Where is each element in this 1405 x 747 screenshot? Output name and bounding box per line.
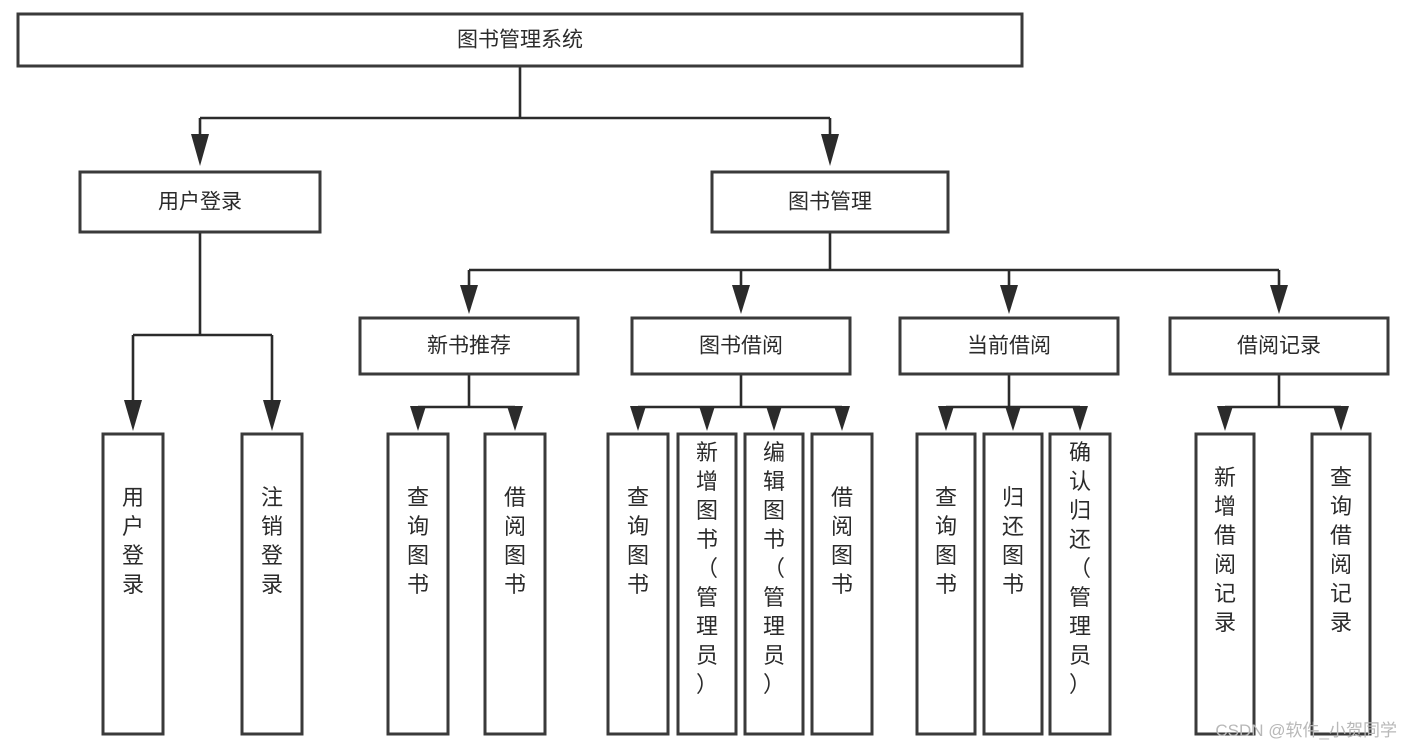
csdn-watermark: CSDN @软件_小贺同学 <box>1215 721 1397 740</box>
arrow-head-leaf-query-book-3 <box>938 406 954 431</box>
node-leaf-add-book-admin-label: 新增图书（管理员） <box>696 440 718 697</box>
node-leaf-user-login-label: 用户登录 <box>122 485 144 597</box>
arrow-head-leaf-add-book-admin <box>699 406 715 431</box>
node-leaf-query-book-1-label: 查询图书 <box>407 485 429 597</box>
arrow-head-leaf-borrow-book-2 <box>834 406 850 431</box>
arrow-head-borrow-record <box>1270 285 1288 314</box>
node-book-borrow-box[interactable] <box>630 316 852 376</box>
node-leaf-query-borrow-record-box[interactable] <box>1310 432 1372 736</box>
node-leaf-borrow-book-1-label: 借阅图书 <box>504 485 526 597</box>
node-leaf-edit-book-admin-label: 编辑图书（管理员） <box>763 440 785 697</box>
node-book-borrow-label: 图书借阅 <box>699 335 783 358</box>
node-leaf-borrow-book-1-box[interactable] <box>483 432 547 736</box>
arrow-head-book-borrow <box>732 285 750 314</box>
node-root-label: 图书管理系统 <box>457 29 583 52</box>
arrow-head-leaf-logout <box>263 400 281 431</box>
arrow-head-leaf-query-book-2 <box>630 406 646 431</box>
node-current-borrow-box[interactable] <box>898 316 1120 376</box>
node-book-manage[interactable]: 图书管理 <box>710 170 950 234</box>
node-leaf-user-login[interactable]: 用户登录 <box>101 432 165 736</box>
node-new-book-recommend[interactable]: 新书推荐 <box>358 316 580 376</box>
node-leaf-return-book-label: 归还图书 <box>1002 485 1024 597</box>
node-borrow-record-label: 借阅记录 <box>1237 335 1321 358</box>
node-leaf-edit-book-admin[interactable]: 编辑图书（管理员） <box>743 432 805 736</box>
node-book-borrow[interactable]: 图书借阅 <box>630 316 852 376</box>
node-new-book-recommend-label: 新书推荐 <box>427 335 511 358</box>
node-leaf-confirm-return-admin-box[interactable] <box>1048 432 1112 736</box>
node-borrow-record[interactable]: 借阅记录 <box>1168 316 1390 376</box>
connector-group-new-book-recommend <box>410 374 523 431</box>
node-borrow-record-box[interactable] <box>1168 316 1390 376</box>
node-leaf-query-book-2[interactable]: 查询图书 <box>606 432 670 736</box>
node-current-borrow[interactable]: 当前借阅 <box>898 316 1120 376</box>
node-leaf-borrow-book-1[interactable]: 借阅图书 <box>483 432 547 736</box>
node-leaf-borrow-book-2-box[interactable] <box>810 432 874 736</box>
connector-group-book-manage <box>460 232 1288 314</box>
arrow-head-leaf-edit-book-admin <box>766 406 782 431</box>
connector-group-book-borrow <box>630 374 850 431</box>
node-user-login[interactable]: 用户登录 <box>78 170 322 234</box>
node-leaf-logout-label: 注销登录 <box>261 485 283 597</box>
node-leaf-add-borrow-record-label: 新增借阅记录 <box>1214 465 1236 635</box>
arrow-head-leaf-confirm-return-admin <box>1072 406 1088 431</box>
node-user-login-label: 用户登录 <box>158 191 242 214</box>
arrow-head-leaf-borrow-book-1 <box>507 406 523 431</box>
node-leaf-add-borrow-record-box[interactable] <box>1194 432 1256 736</box>
node-root[interactable]: 图书管理系统 <box>16 12 1024 68</box>
node-leaf-query-book-2-label: 查询图书 <box>627 485 649 597</box>
connector-group-root <box>191 66 839 166</box>
node-leaf-query-book-3-label: 查询图书 <box>935 485 957 597</box>
node-leaf-add-book-admin[interactable]: 新增图书（管理员） <box>676 432 738 736</box>
leaf-nodes: 用户登录 注销登录 查询图书 借阅图书 查询图书 新增图书（管理员） <box>101 432 1372 736</box>
arrow-head-current-borrow <box>1000 285 1018 314</box>
node-leaf-return-book[interactable]: 归还图书 <box>982 432 1044 736</box>
node-leaf-borrow-book-2[interactable]: 借阅图书 <box>810 432 874 736</box>
node-leaf-borrow-book-2-label: 借阅图书 <box>831 485 853 597</box>
node-user-login-box[interactable] <box>78 170 322 234</box>
arrow-head-leaf-query-book-1 <box>410 406 426 431</box>
connector-group-current-borrow <box>938 374 1088 431</box>
arrow-head-leaf-return-book <box>1005 406 1021 431</box>
node-leaf-confirm-return-admin-label: 确认归还（管理员） <box>1069 440 1091 697</box>
node-root-box[interactable] <box>16 12 1024 68</box>
arrow-head-book-manage <box>821 134 839 166</box>
node-book-manage-label: 图书管理 <box>788 191 872 214</box>
node-book-manage-box[interactable] <box>710 170 950 234</box>
node-leaf-edit-book-admin-box[interactable] <box>743 432 805 736</box>
node-leaf-query-borrow-record-label: 查询借阅记录 <box>1330 465 1352 635</box>
node-leaf-user-login-box[interactable] <box>101 432 165 736</box>
arrow-head-leaf-user-login <box>124 400 142 431</box>
node-current-borrow-label: 当前借阅 <box>967 335 1051 358</box>
node-leaf-query-book-1-box[interactable] <box>386 432 450 736</box>
node-leaf-return-book-box[interactable] <box>982 432 1044 736</box>
connector-group-user-login <box>124 232 281 431</box>
node-leaf-logout-box[interactable] <box>240 432 304 736</box>
node-new-book-recommend-box[interactable] <box>358 316 580 376</box>
node-leaf-add-borrow-record[interactable]: 新增借阅记录 <box>1194 432 1256 736</box>
node-leaf-add-book-admin-box[interactable] <box>676 432 738 736</box>
node-leaf-query-book-3-box[interactable] <box>915 432 977 736</box>
arrow-head-new-book-recommend <box>460 285 478 314</box>
node-leaf-query-book-3[interactable]: 查询图书 <box>915 432 977 736</box>
connector-group-borrow-record <box>1217 374 1349 431</box>
arrow-head-leaf-query-borrow-record <box>1333 406 1349 431</box>
arrow-head-leaf-add-borrow-record <box>1217 406 1233 431</box>
node-leaf-logout[interactable]: 注销登录 <box>240 432 304 736</box>
node-leaf-query-borrow-record[interactable]: 查询借阅记录 <box>1310 432 1372 736</box>
arrow-head-user-login <box>191 134 209 166</box>
node-leaf-query-book-2-box[interactable] <box>606 432 670 736</box>
node-leaf-query-book-1[interactable]: 查询图书 <box>386 432 450 736</box>
node-leaf-confirm-return-admin[interactable]: 确认归还（管理员） <box>1048 432 1112 736</box>
